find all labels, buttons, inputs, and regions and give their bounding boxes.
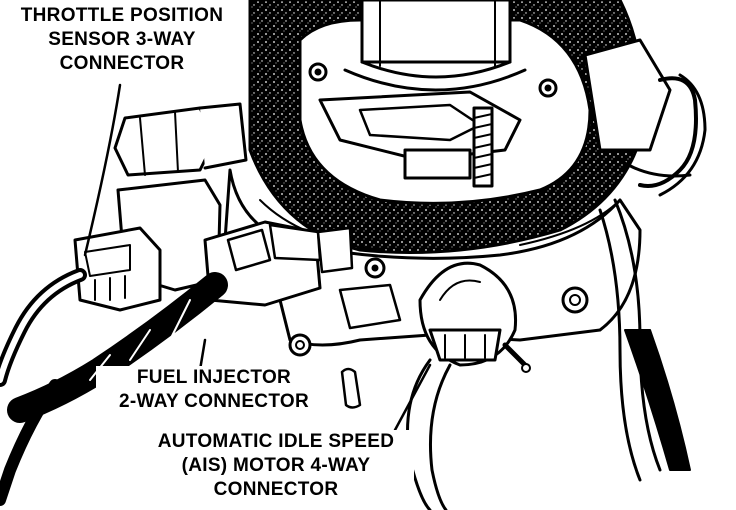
callout-line: AUTOMATIC IDLE SPEED (157, 431, 395, 452)
right-bracket (583, 38, 707, 197)
linkage-bracket (308, 62, 558, 180)
upper-cylinder (343, 0, 527, 92)
tps-harness (0, 268, 87, 387)
throttle-position-sensor-label: THROTTLE POSITION SENSOR 3-WAY CONNECTOR (2, 4, 242, 76)
ais-motor-connector-label: AUTOMATIC IDLE SPEED (AIS) MOTOR 4-WAY C… (138, 430, 414, 502)
throttle-position-sensor (73, 178, 222, 312)
leader-ais (393, 363, 432, 432)
fuel-injector-connector-label: FUEL INJECTOR 2-WAY CONNECTOR (96, 366, 332, 414)
callout-line: SENSOR 3-WAY (48, 29, 196, 50)
callout-line: (AIS) MOTOR 4-WAY (181, 455, 371, 476)
callout-line: 2-WAY CONNECTOR (119, 391, 309, 412)
callout-line: CONNECTOR (59, 53, 185, 74)
callout-line: THROTTLE POSITION (20, 5, 224, 26)
leader-injector (198, 338, 207, 372)
lower-left-harness (0, 379, 61, 506)
threaded-stud (472, 106, 494, 188)
fuel-injector-connector (203, 220, 354, 307)
right-harness-bundle (624, 329, 691, 471)
tps-harness-outline (0, 272, 83, 383)
callout-line: CONNECTOR (213, 479, 339, 500)
small-stud (340, 367, 362, 409)
leader-tps (83, 83, 122, 257)
ais-motor-connector (418, 261, 531, 373)
callout-line: FUEL INJECTOR (136, 367, 292, 388)
hex-fitting (113, 102, 248, 177)
